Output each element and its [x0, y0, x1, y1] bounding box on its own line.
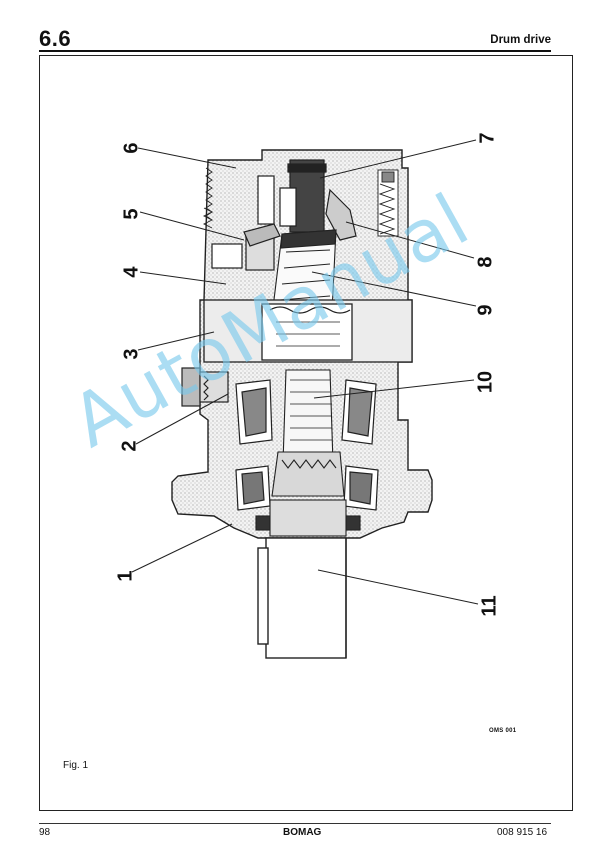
callout-1: 1: [114, 570, 136, 581]
housing-thread: [202, 167, 214, 229]
brake-spring: [377, 169, 399, 237]
figure-frame: [39, 55, 573, 811]
header-rule: [39, 50, 551, 52]
callout-11: 11: [478, 595, 500, 616]
callout-numbers: 6 5 4 3 2 1 7 8 9 10 11: [114, 132, 500, 616]
figure-caption: Fig. 1: [63, 760, 89, 771]
callout-3: 3: [120, 348, 142, 359]
roller-bearings: [235, 379, 379, 511]
document-number: 008 915 16: [497, 827, 548, 838]
callout-10: 10: [474, 371, 496, 393]
shaft-seals: [255, 499, 361, 537]
output-shaft: [257, 537, 347, 659]
drum-drive-diagram: 6 5 4 3 2 1 7 8 9 10 11: [114, 132, 500, 659]
figure-reference-code: OMS 001: [489, 728, 517, 734]
spline-shaft: [271, 369, 345, 497]
callout-2: 2: [118, 440, 140, 451]
planet-gear: [271, 229, 337, 317]
footer-brand: BOMAG: [283, 827, 322, 838]
callout-9: 9: [474, 304, 496, 315]
footer-rule: [39, 823, 551, 824]
section-number: 6.6: [39, 26, 72, 51]
callout-4: 4: [120, 266, 142, 278]
callout-8: 8: [474, 256, 496, 267]
brake-piston: [211, 175, 281, 271]
callout-6: 6: [120, 142, 142, 153]
leader-lines: [131, 139, 479, 605]
drive-shaft-top: [279, 159, 357, 241]
callout-7: 7: [476, 132, 498, 143]
callout-5: 5: [120, 208, 142, 219]
middle-flange: [203, 299, 413, 363]
section-title: Drum drive: [490, 34, 551, 46]
page-number: 98: [39, 827, 51, 838]
page-header: 6.6 Drum drive: [39, 24, 551, 54]
